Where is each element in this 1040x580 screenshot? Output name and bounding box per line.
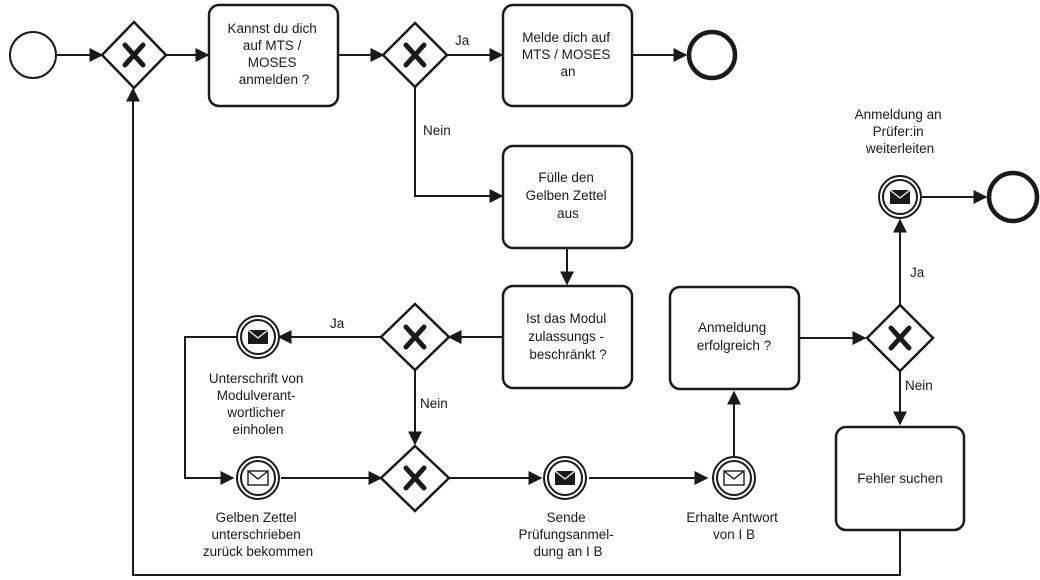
task-success-question-label: Anmeldung erfolgreich ?: [697, 320, 771, 353]
flow-label-g3-yes: Ja: [330, 316, 345, 331]
event-receive-form-label: Gelben Zettel unterschrieben zurück beko…: [203, 510, 313, 559]
x-icon: [122, 42, 146, 68]
task-find-error: [834, 425, 966, 532]
envelope-outline-icon: [247, 470, 269, 486]
task-fill-form: [501, 144, 634, 250]
event-forward-label: Anmeldung an Prüfer:in weiterleiten: [855, 107, 946, 156]
catch-message-event-receive-answer: [712, 456, 756, 500]
event-signature-label: Unterschrift von Modulverant- wortlicher…: [209, 371, 307, 437]
task-login-question: [207, 3, 340, 108]
envelope-filled-icon: [889, 189, 911, 204]
event-receive-answer-label: Erhalte Antwort von I B: [686, 510, 781, 542]
flow-label-g5-no: Nein: [905, 378, 933, 393]
task-fill-form-label: Fülle den Gelben Zettel aus: [526, 170, 611, 221]
exclusive-gateway-4: [379, 444, 451, 513]
start-event: [9, 31, 57, 79]
flow-label-g2-no: Nein: [423, 123, 451, 138]
flow-label-g3-no: Nein: [420, 396, 448, 411]
flow-label-g5-yes: Ja: [910, 265, 925, 280]
x-icon: [403, 42, 427, 68]
task-login: [501, 3, 634, 108]
flow-label-g2-yes: Ja: [455, 33, 470, 48]
task-success-question: [668, 285, 801, 391]
throw-message-event-forward: [878, 175, 922, 219]
end-event-forwarded: [986, 170, 1040, 224]
task-find-error-label: Fehler suchen: [857, 471, 943, 486]
catch-message-event-receive-form: [236, 456, 280, 500]
envelope-filled-icon: [554, 470, 576, 485]
flow-signature-to-receive-form: [184, 336, 237, 485]
exclusive-gateway-3: [379, 302, 451, 372]
flow-find-error-loop-to-gateway1: [126, 87, 901, 576]
event-send-registration-label: Sende Prüfungsanmel- dung an I B: [518, 510, 617, 559]
x-icon: [888, 325, 912, 351]
x-icon: [403, 324, 427, 350]
sequence-flows: [57, 48, 988, 576]
task-login-question-label: Kannst du dich auf MTS / MOSES anmelden …: [227, 21, 320, 87]
throw-message-event-signature: [236, 315, 280, 359]
task-restricted-question: [501, 284, 634, 390]
throw-message-event-send-registration: [543, 456, 587, 500]
task-restricted-question-label: Ist das Modul zulassungs - beschränkt ?: [526, 311, 610, 362]
task-login-label: Melde dich auf MTS / MOSES an: [522, 30, 614, 79]
exclusive-gateway-1: [100, 20, 168, 90]
x-icon: [403, 465, 427, 491]
exclusive-gateway-2: [381, 21, 449, 89]
end-event-login: [686, 29, 738, 81]
exclusive-gateway-5: [865, 303, 935, 373]
envelope-outline-icon: [723, 470, 745, 486]
flow-gateway2-no-to-fill-form: [414, 87, 504, 203]
envelope-filled-icon: [247, 329, 269, 344]
